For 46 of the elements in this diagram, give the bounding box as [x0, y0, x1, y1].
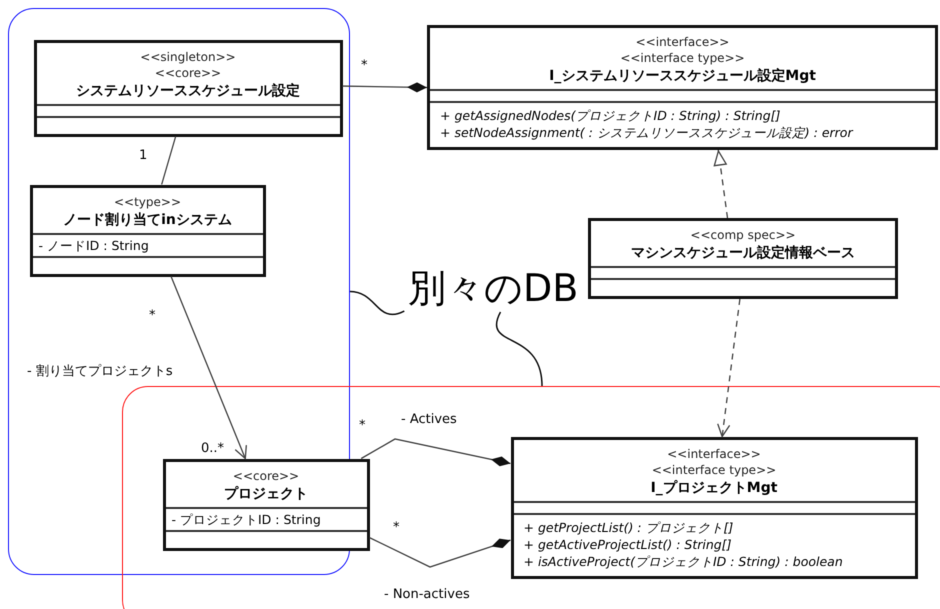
multiplicity-label: 0..*: [200, 441, 226, 457]
class-box: [588, 218, 898, 299]
class-box: [30, 184, 266, 276]
stereotype-text: <<interface type>>: [650, 462, 778, 478]
stereotype-text: <<singleton>>: [139, 48, 237, 64]
class-name: マシンスケジュール設定情報ベース: [630, 244, 856, 263]
class-box: [34, 40, 342, 136]
dependency-arrow: [717, 298, 741, 438]
multiplicity-label: *: [358, 418, 366, 434]
multiplicity-label: *: [148, 308, 156, 324]
method-text: + isActiveProject(プロジェクトID : String) : boolean: [524, 552, 844, 570]
edge-label: - 割り当てプロジェクトs: [26, 364, 174, 380]
stereotype-text: <<core>>: [154, 64, 222, 80]
class-name: プロジェクト: [223, 484, 309, 504]
composition-line: [360, 438, 511, 466]
composition-line: [342, 82, 428, 92]
multiplicity-label: *: [360, 58, 368, 74]
association-line: [161, 136, 176, 185]
multiplicity-label: 1: [138, 148, 148, 164]
class-name: システムリソーススケジュール設定: [75, 82, 301, 100]
leader-line: [496, 312, 543, 386]
class-box: [162, 458, 370, 550]
stereotype-text: <<core>>: [232, 468, 300, 484]
class-name: I_プロジェクトMgt: [650, 478, 778, 498]
attribute-text: - ノードID : String: [38, 236, 150, 254]
method-text: + getAssignedNodes(プロジェクトID : String) : String[]: [440, 107, 782, 124]
dependency-arrow: [714, 150, 728, 218]
method-text: + setNodeAssignment( : システムリソーススケジュール設定) : error: [440, 124, 854, 141]
class-name: ノード割り当てinシステム: [62, 210, 233, 230]
stereotype-text: <<interface>>: [666, 446, 762, 462]
composition-line: [369, 537, 511, 568]
association-arrow: [170, 276, 247, 460]
stereotype-text: <<interface>>: [634, 34, 730, 50]
class-name: I_システムリソーススケジュール設定Mgt: [548, 66, 817, 86]
multiplicity-label: *: [392, 520, 400, 536]
method-text: + getProjectList() : プロジェクト[]: [524, 518, 734, 536]
method-text: + getActiveProjectList() : String[]: [524, 536, 732, 552]
stereotype-text: <<type>>: [112, 194, 182, 210]
stereotype-text: <<comp spec>>: [689, 227, 797, 243]
region-outline: [122, 386, 940, 609]
stereotype-text: <<interface type>>: [619, 50, 746, 66]
class-box: [427, 25, 938, 150]
note-text: 別々のDB: [408, 264, 593, 312]
attribute-text: - プロジェクトID : String: [172, 510, 322, 528]
class-box: [510, 436, 918, 578]
leader-line: [350, 290, 405, 316]
